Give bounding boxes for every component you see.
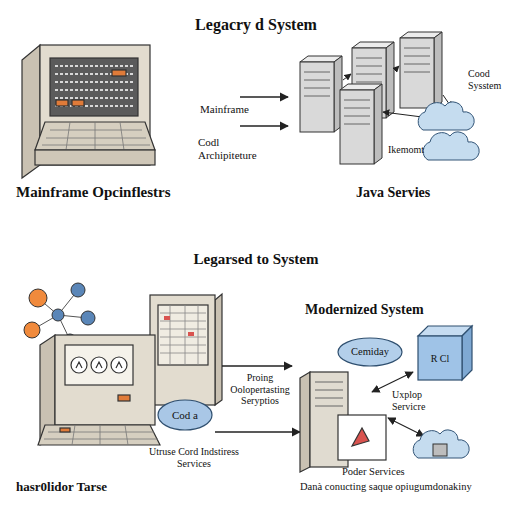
mainframe-base xyxy=(35,150,155,165)
ellipse-outline xyxy=(158,400,212,430)
server-slots xyxy=(315,382,343,406)
flow-arrow xyxy=(240,96,288,97)
server-front xyxy=(300,62,334,132)
screen-code-lines xyxy=(55,66,133,106)
orange-indicator xyxy=(72,100,84,106)
server-front xyxy=(400,38,434,108)
ellipse-outline xyxy=(338,338,402,366)
section-caption: Java Servies xyxy=(356,185,430,201)
graph-node xyxy=(52,309,64,321)
server-side xyxy=(386,42,394,118)
flow-arrow xyxy=(215,431,300,432)
dial-marks xyxy=(76,362,122,368)
document-panel xyxy=(338,415,386,460)
cloud-icon xyxy=(413,430,469,458)
server-slots xyxy=(304,72,330,96)
server-cluster xyxy=(300,32,442,164)
server-side xyxy=(374,84,382,164)
terminal-body xyxy=(150,295,215,405)
diagram-title: Legacry d System xyxy=(0,16,512,34)
node-text-area: Cemiday xyxy=(337,337,403,367)
node-label: R Cl xyxy=(431,353,450,364)
keyboard xyxy=(35,122,155,150)
graph-node xyxy=(24,322,40,338)
terminal-body xyxy=(55,335,155,425)
orange-indicator xyxy=(118,395,130,401)
red-flag xyxy=(352,428,369,446)
arrow-label: Codl Archipiteture xyxy=(198,136,278,161)
server-front xyxy=(340,90,374,164)
modern-server xyxy=(300,372,386,472)
legacy-terminals xyxy=(38,294,222,445)
graph-node xyxy=(81,311,95,325)
link-arrow xyxy=(343,74,351,80)
node-label: Cod a xyxy=(172,409,198,421)
cube-front xyxy=(418,336,462,380)
orange-indicator xyxy=(112,70,126,76)
terminal-side xyxy=(215,294,222,405)
arrow-label: Proing Oolopertasting Seryptios xyxy=(222,372,298,407)
mainframe-illustration xyxy=(22,45,155,178)
description-label: Danà conucting saque opiugumdonakiny xyxy=(300,481,472,493)
flow-arrow xyxy=(240,125,288,126)
section-heading: Legarsed to System xyxy=(156,251,356,268)
red-indicator xyxy=(188,332,194,336)
screen-dial xyxy=(91,357,107,373)
cloud-icon xyxy=(423,132,479,160)
service-cube: R Cl xyxy=(418,326,472,380)
arrow-label: Mainframe xyxy=(200,103,249,116)
service-ellipse: Cemiday xyxy=(337,337,403,367)
code-ellipse: Cod a xyxy=(157,399,213,431)
node-text-area: R Cl xyxy=(418,336,462,380)
node-label: Cemiday xyxy=(351,346,389,358)
section-caption: hasr0lidor Tarse xyxy=(16,480,107,495)
link-arrow xyxy=(395,66,399,70)
section-caption: Mainframe Opcinflestrs xyxy=(16,184,171,201)
keyboard-keys xyxy=(44,425,158,445)
flow-arrow xyxy=(222,365,292,366)
red-indicator xyxy=(164,316,170,320)
system-label: Cood Sysstem xyxy=(468,68,512,91)
cloud-label: Ikemomt xyxy=(388,144,424,156)
keyboard xyxy=(38,425,160,445)
server-side xyxy=(434,32,442,108)
section-caption: Modernized System xyxy=(305,302,424,318)
graph-node xyxy=(71,283,85,297)
server-slots xyxy=(356,58,382,82)
screen-dial xyxy=(111,357,127,373)
screen-dial xyxy=(71,357,87,373)
server-side xyxy=(300,372,310,472)
orange-indicator xyxy=(56,100,68,106)
service-label: Utruse Cord Indstiress Services xyxy=(146,446,242,469)
flow-arrow xyxy=(388,418,424,436)
cube-side xyxy=(462,326,472,380)
mainframe-screen xyxy=(50,58,138,116)
service-label: Uxplop Servicre xyxy=(392,389,448,412)
terminal-screen xyxy=(65,345,133,385)
cloud-icon xyxy=(418,102,474,130)
graph-node xyxy=(29,289,47,307)
server-slots xyxy=(404,48,430,72)
package-box xyxy=(433,444,447,456)
terminal-screen xyxy=(158,305,208,365)
service-label: Poder Services xyxy=(342,466,405,478)
node-text-area: Cod a xyxy=(157,399,213,431)
screen-grid xyxy=(160,305,206,365)
orange-key xyxy=(60,428,70,432)
server-slots xyxy=(344,100,370,124)
keyboard-keys xyxy=(42,122,150,150)
